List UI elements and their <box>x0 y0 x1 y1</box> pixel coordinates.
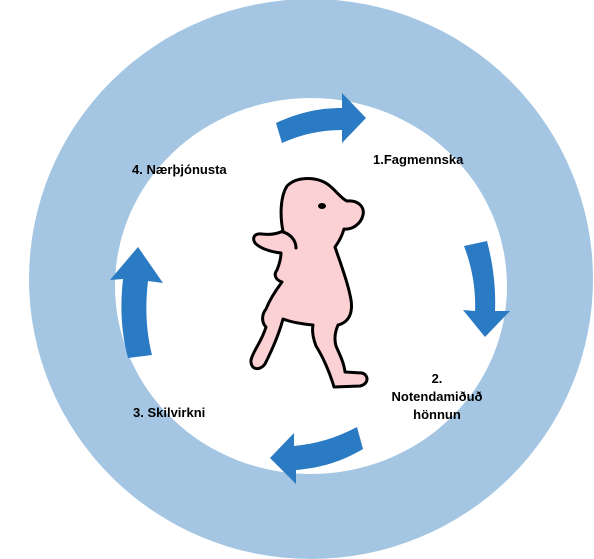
arrow-left-icon <box>110 247 163 358</box>
step-label-4: 4. Nærþjónusta <box>132 161 227 179</box>
step-1-line-1: 1.Fagmennska <box>373 152 464 167</box>
child-figure-icon <box>249 177 369 389</box>
arrow-right-icon <box>463 241 510 337</box>
step-4-line-1: 4. Nærþjónusta <box>132 162 227 177</box>
step-2-line-1: 2. <box>431 371 443 386</box>
step-label-2: 2. Notendamiðuð hönnun <box>372 370 502 424</box>
step-3-line-1: 3. Skilvirkni <box>133 405 206 420</box>
figure-eye <box>318 203 326 209</box>
cycle-arrows <box>110 93 510 484</box>
step-2-line-3: hönnun <box>413 407 461 422</box>
step-label-1: 1.Fagmennska <box>373 151 463 169</box>
arrow-top-icon <box>276 93 366 143</box>
arrow-bottom-icon <box>270 427 363 484</box>
step-label-3: 3. Skilvirkni <box>133 404 205 422</box>
figure-arm <box>281 230 298 250</box>
step-2-line-2: Notendamiðuð <box>391 389 483 404</box>
